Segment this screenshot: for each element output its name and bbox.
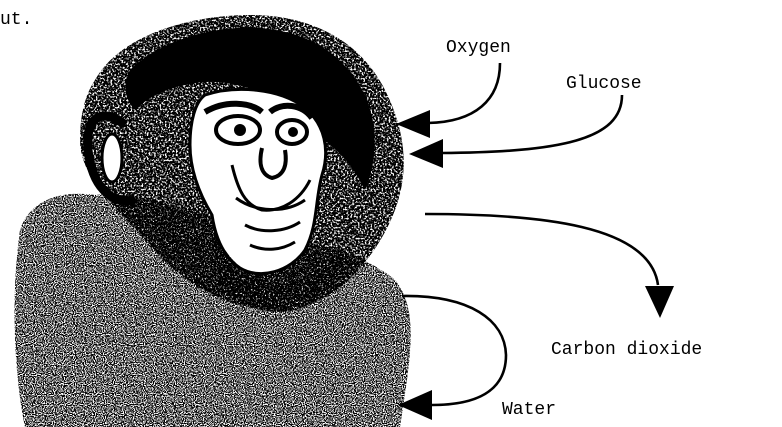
arrow-carbon-dioxide-out <box>425 214 674 318</box>
fragment-text: ut. <box>0 10 32 30</box>
label-oxygen: Oxygen <box>446 38 511 58</box>
arrow-glucose-in <box>409 95 622 168</box>
arrow-oxygen-in <box>396 63 500 138</box>
chimp-ear-inner <box>102 134 122 182</box>
chimp-pupil-left <box>234 124 246 136</box>
label-water: Water <box>502 400 556 420</box>
chimp-pupil-right <box>288 127 298 137</box>
label-carbon-dioxide: Carbon dioxide <box>551 340 702 360</box>
label-glucose: Glucose <box>566 74 642 94</box>
arrow-water-out <box>398 296 506 420</box>
chimpanzee-illustration <box>15 15 411 427</box>
